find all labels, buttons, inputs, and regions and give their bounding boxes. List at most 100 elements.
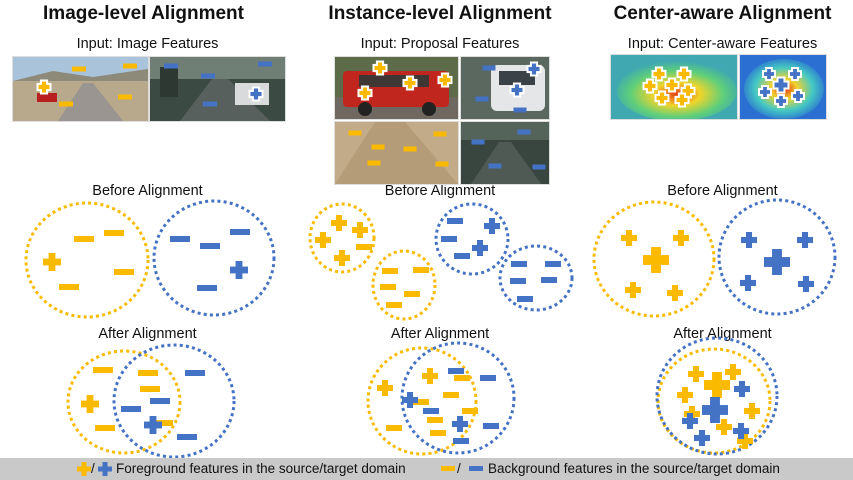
photo-target-background-marker: [532, 164, 546, 170]
photo-source-background-marker: [403, 146, 417, 152]
source-foreground-feature: [621, 230, 637, 246]
photo-target-background-marker: [201, 73, 215, 79]
photo-source-foreground-marker: [402, 75, 418, 91]
target-background-feature: [200, 243, 220, 249]
photo-source-foreground-marker: [651, 66, 667, 82]
target-background-feature: [483, 423, 499, 429]
source-foreground-feature: [43, 253, 61, 271]
source-foreground-feature: [677, 387, 693, 403]
target-background-feature: [185, 370, 205, 376]
caption-after-2: After Alignment: [390, 326, 490, 342]
source-foreground-feature: [81, 395, 99, 413]
source-background-feature: [443, 392, 459, 398]
source-background-feature: [74, 236, 94, 242]
target-domain-circle: [717, 198, 837, 316]
source-foreground-feature: [625, 282, 641, 298]
target-foreground-feature: [472, 240, 488, 256]
source-background-feature: [104, 230, 124, 236]
target-background-feature: [480, 375, 496, 381]
target-domain-circle: [152, 199, 276, 317]
caption-proposal-features: Input: Proposal Features: [360, 36, 520, 52]
photo-source-background-marker: [367, 160, 381, 166]
photo-truck-heatmap: [610, 54, 738, 120]
source-background-feature: [404, 291, 420, 297]
legend-source-background-icon: [441, 466, 455, 471]
source-foreground-feature: [688, 366, 704, 382]
source-foreground-feature: [334, 250, 350, 266]
photo-source-background-marker: [435, 161, 449, 167]
target-background-feature: [447, 218, 463, 224]
source-foreground-feature: [315, 232, 331, 248]
target-foreground-feature: [733, 423, 749, 439]
photo-source-background-marker: [433, 131, 447, 137]
target-background-feature: [441, 236, 457, 242]
source-background-feature: [138, 370, 158, 376]
photo-source-foreground-marker: [357, 85, 373, 101]
target-background-feature: [177, 434, 197, 440]
photo-source-background-marker: [348, 130, 362, 136]
source-background-feature: [430, 430, 446, 436]
target-foreground-feature: [740, 275, 756, 291]
caption-image-features: Input: Image Features: [76, 36, 219, 52]
target-background-feature: [517, 296, 533, 302]
source-background-feature: [427, 417, 443, 423]
source-foreground-feature: [667, 285, 683, 301]
photo-target-background-marker: [482, 65, 496, 71]
target-foreground-feature: [764, 249, 790, 275]
source-background-feature: [413, 399, 429, 405]
source-domain-circle: [66, 349, 182, 455]
legend-target-foreground-icon: [98, 462, 112, 476]
title-instance-level: Instance-level Alignment: [328, 3, 552, 24]
source-domain-circle: [366, 346, 478, 456]
photo-city-street: [149, 56, 286, 122]
photo-dark-street: [460, 121, 550, 185]
source-background-feature: [382, 268, 398, 274]
photo-red-truck: [334, 56, 459, 120]
legend-slash-1: /: [91, 461, 95, 476]
source-proposal-circle: [308, 202, 376, 274]
source-background-feature: [95, 425, 115, 431]
target-background-feature: [510, 278, 526, 284]
legend-target-background-icon: [469, 466, 483, 471]
photo-target-foreground-marker: [772, 76, 790, 94]
source-background-feature: [93, 367, 113, 373]
photo-source-foreground-marker: [680, 83, 696, 99]
target-foreground-feature: [694, 430, 710, 446]
source-background-feature: [140, 386, 160, 392]
source-background-feature: [454, 375, 470, 381]
photo-source-foreground-marker: [372, 60, 388, 76]
photo-source-foreground-marker: [437, 72, 453, 88]
target-foreground-feature: [702, 397, 728, 423]
target-foreground-feature: [402, 392, 418, 408]
target-proposal-circle: [434, 202, 510, 276]
caption-before-2: Before Alignment: [384, 183, 496, 199]
photo-target-background-marker: [258, 61, 272, 67]
photo-source-background-marker: [118, 94, 132, 100]
source-foreground-feature: [737, 433, 753, 449]
source-background-feature: [413, 267, 429, 273]
photo-source-background-marker: [371, 144, 385, 150]
title-image-level: Image-level Alignment: [43, 3, 244, 24]
source-foreground-feature: [673, 230, 689, 246]
source-foreground-feature: [377, 380, 393, 396]
source-foreground-feature: [716, 419, 732, 435]
source-foreground-feature: [352, 222, 368, 238]
photo-source-foreground-marker: [654, 90, 670, 106]
target-background-feature: [170, 236, 190, 242]
legend-foreground-text: Foreground features in the source/target…: [116, 461, 406, 476]
caption-before-1: Before Alignment: [92, 183, 203, 199]
caption-after-3: After Alignment: [673, 326, 772, 342]
photo-source-foreground-marker: [676, 66, 692, 82]
target-background-feature: [197, 285, 217, 291]
photo-target-background-marker: [475, 96, 489, 102]
target-background-feature: [453, 438, 469, 444]
photo-target-foreground-marker: [758, 85, 772, 99]
target-background-feature: [511, 261, 527, 267]
legend-bar: / Foreground features in the source/targ…: [0, 458, 853, 480]
target-foreground-feature: [144, 416, 162, 434]
photo-target-foreground-marker: [791, 89, 805, 103]
source-background-feature: [59, 284, 79, 290]
target-foreground-feature: [682, 413, 698, 429]
photo-target-background-marker: [164, 63, 178, 69]
source-foreground-feature: [704, 372, 730, 398]
